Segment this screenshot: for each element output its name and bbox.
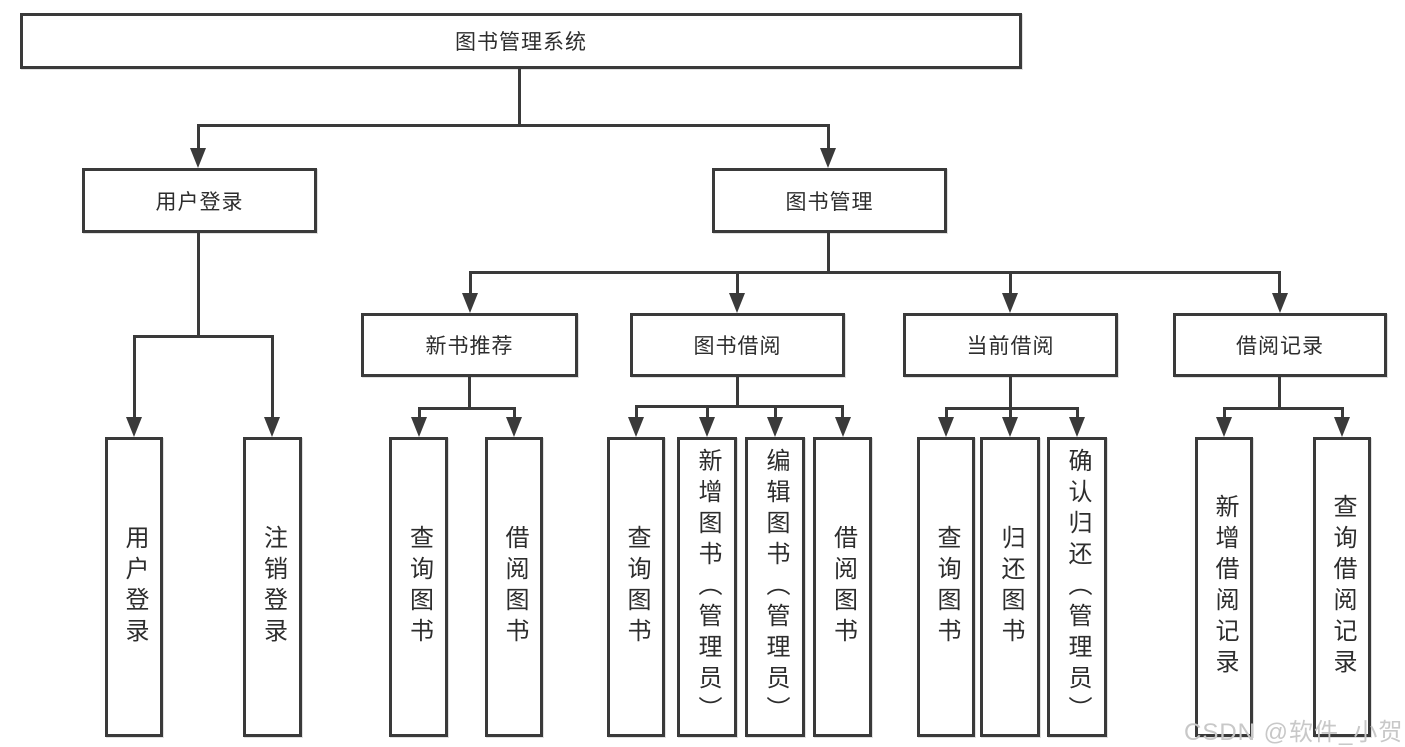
node-new-book-recommend: 新书推荐 bbox=[361, 313, 578, 377]
leaf-label: 用户登录 bbox=[121, 525, 148, 649]
node-borrow-records: 借阅记录 bbox=[1173, 313, 1387, 377]
connector-line bbox=[197, 124, 830, 127]
leaf-label: 注销登录 bbox=[259, 525, 287, 649]
leaf-user-login: 用户登录 bbox=[105, 437, 163, 737]
connector-line bbox=[827, 233, 830, 273]
connector-line bbox=[469, 271, 472, 295]
leaf-label: 查询图书 bbox=[405, 525, 433, 649]
arrowhead-down-icon bbox=[820, 148, 836, 168]
arrowhead-down-icon bbox=[628, 417, 644, 437]
leaf-label: 查询图书 bbox=[933, 525, 960, 649]
leaf-borrow-add-books-admin: 新增图书（管理员） bbox=[677, 437, 737, 737]
connector-line bbox=[1223, 407, 1226, 421]
leaf-label: 归还图书 bbox=[997, 525, 1024, 649]
connector-line bbox=[271, 335, 274, 419]
connector-line bbox=[518, 69, 521, 124]
leaf-borrow-edit-books-admin: 编辑图书（管理员） bbox=[745, 437, 805, 737]
connector-line bbox=[635, 405, 844, 408]
node-label: 借阅记录 bbox=[1236, 335, 1324, 358]
node-book-management: 图书管理 bbox=[712, 168, 947, 233]
arrowhead-down-icon bbox=[1216, 417, 1232, 437]
connector-line bbox=[945, 407, 1079, 410]
leaf-records-add-record: 新增借阅记录 bbox=[1195, 437, 1253, 737]
arrowhead-down-icon bbox=[938, 417, 954, 437]
leaf-records-query-record: 查询借阅记录 bbox=[1313, 437, 1371, 737]
connector-line bbox=[706, 405, 709, 421]
leaf-borrow-borrow-books: 借阅图书 bbox=[813, 437, 872, 737]
connector-line bbox=[827, 124, 830, 150]
arrowhead-down-icon bbox=[1334, 417, 1350, 437]
arrowhead-down-icon bbox=[835, 417, 851, 437]
node-label: 新书推荐 bbox=[425, 335, 514, 358]
node-current-borrow: 当前借阅 bbox=[903, 313, 1118, 377]
leaf-logout: 注销登录 bbox=[243, 437, 302, 737]
connector-line bbox=[1009, 271, 1012, 295]
arrowhead-down-icon bbox=[462, 293, 478, 313]
leaf-label: 查询图书 bbox=[623, 525, 650, 649]
node-user-login: 用户登录 bbox=[82, 168, 317, 233]
arrowhead-down-icon bbox=[1272, 293, 1288, 313]
connector-line bbox=[1009, 377, 1012, 409]
leaf-label: 借阅图书 bbox=[829, 525, 857, 649]
connector-line bbox=[1223, 407, 1344, 410]
leaf-newbooks-borrow-books: 借阅图书 bbox=[485, 437, 543, 737]
node-library-system-root: 图书管理系统 bbox=[20, 13, 1022, 69]
connector-line bbox=[1341, 407, 1344, 421]
arrowhead-down-icon bbox=[699, 417, 715, 437]
connector-line bbox=[945, 407, 948, 421]
arrowhead-down-icon bbox=[126, 417, 142, 437]
leaf-newbooks-query-books: 查询图书 bbox=[389, 437, 448, 737]
connector-line bbox=[133, 335, 274, 338]
arrowhead-down-icon bbox=[1002, 293, 1018, 313]
arrowhead-down-icon bbox=[767, 417, 783, 437]
node-label: 图书管理 bbox=[785, 190, 874, 214]
leaf-label: 确认归还（管理员） bbox=[1064, 447, 1091, 727]
connector-line bbox=[736, 377, 739, 407]
arrowhead-down-icon bbox=[1069, 417, 1085, 437]
leaf-label: 借阅图书 bbox=[501, 525, 528, 649]
connector-line bbox=[736, 271, 739, 295]
arrowhead-down-icon bbox=[411, 417, 427, 437]
connector-line bbox=[1278, 377, 1281, 409]
csdn-watermark: CSDN @软件_小贺同学 bbox=[1184, 719, 1405, 746]
connector-line bbox=[418, 407, 421, 421]
node-label: 图书借阅 bbox=[693, 335, 782, 358]
arrowhead-down-icon bbox=[264, 417, 280, 437]
leaf-label: 新增借阅记录 bbox=[1211, 494, 1238, 680]
leaf-label: 编辑图书（管理员） bbox=[762, 447, 789, 727]
connector-line bbox=[841, 405, 844, 421]
leaf-current-return-books: 归还图书 bbox=[980, 437, 1040, 737]
arrowhead-down-icon bbox=[729, 293, 745, 313]
connector-line bbox=[469, 271, 1281, 274]
connector-line bbox=[635, 405, 638, 421]
connector-line bbox=[1009, 407, 1012, 421]
leaf-current-query-books: 查询图书 bbox=[917, 437, 975, 737]
connector-line bbox=[1076, 407, 1079, 421]
leaf-current-confirm-return-admin: 确认归还（管理员） bbox=[1047, 437, 1107, 737]
node-label: 图书管理系统 bbox=[455, 31, 587, 54]
connector-line bbox=[418, 407, 516, 410]
leaf-label: 新增图书（管理员） bbox=[694, 447, 721, 727]
leaf-label: 查询借阅记录 bbox=[1329, 494, 1356, 680]
arrowhead-down-icon bbox=[1002, 417, 1018, 437]
connector-line bbox=[197, 233, 200, 337]
connector-line bbox=[197, 124, 200, 150]
node-label: 用户登录 bbox=[155, 190, 244, 214]
connector-line bbox=[133, 335, 136, 419]
connector-line bbox=[1278, 271, 1281, 295]
connector-line bbox=[774, 405, 777, 421]
node-label: 当前借阅 bbox=[966, 335, 1055, 358]
arrowhead-down-icon bbox=[190, 148, 206, 168]
connector-line bbox=[513, 407, 516, 421]
node-book-borrow: 图书借阅 bbox=[630, 313, 845, 377]
leaf-borrow-query-books: 查询图书 bbox=[607, 437, 665, 737]
connector-line bbox=[468, 377, 471, 409]
arrowhead-down-icon bbox=[506, 417, 522, 437]
